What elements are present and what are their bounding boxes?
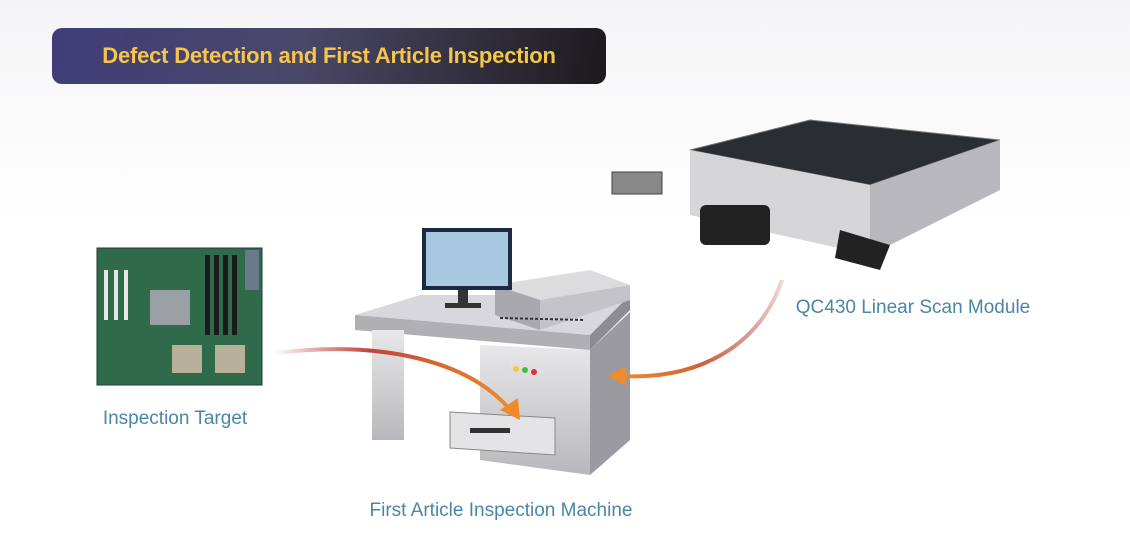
title-banner: Defect Detection and First Article Inspe… — [52, 28, 606, 84]
arrow-target-to-machine — [274, 347, 514, 414]
scan-module-label: QC430 Linear Scan Module — [795, 297, 1031, 318]
inspection-machine-image — [355, 228, 630, 475]
scan-module-image — [611, 119, 1001, 270]
motherboard-image — [96, 247, 263, 386]
machine-label: First Article Inspection Machine — [369, 500, 633, 521]
inspection-target-label: Inspection Target — [102, 408, 248, 429]
page-title: Defect Detection and First Article Inspe… — [102, 43, 556, 68]
arrow-module-to-machine — [621, 279, 784, 379]
